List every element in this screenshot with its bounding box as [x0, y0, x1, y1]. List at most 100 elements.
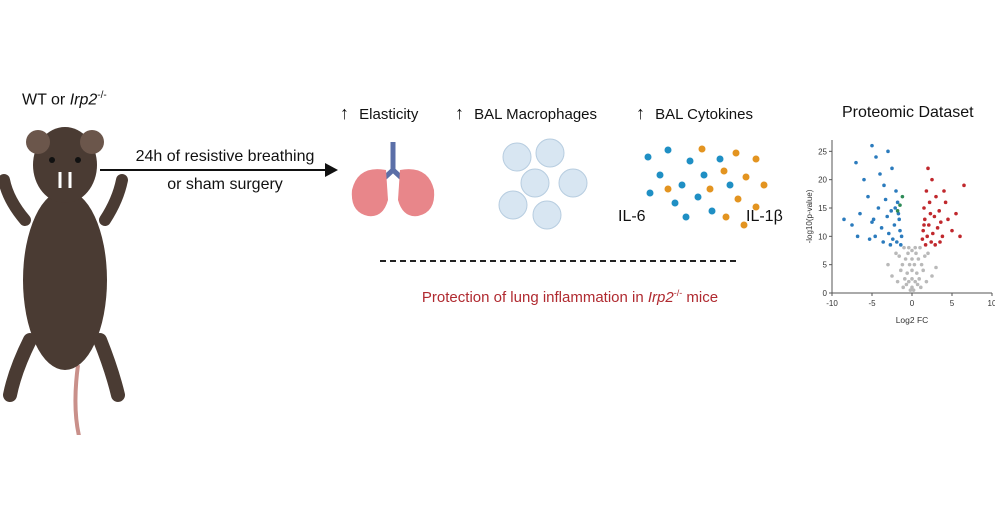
data-point: [898, 203, 902, 207]
data-point: [873, 234, 877, 239]
il1b-label: IL-1β: [746, 208, 783, 225]
data-point: [907, 279, 911, 284]
il1b-dots: [664, 145, 768, 229]
outcome-label: Elasticity: [359, 106, 419, 123]
up-arrow-icon: ↑: [340, 103, 349, 123]
data-point: [926, 166, 930, 171]
data-point: [939, 220, 943, 224]
data-point: [921, 228, 925, 233]
data-point: [904, 282, 909, 287]
data-point: [930, 274, 934, 278]
macrophage-icon: [498, 190, 528, 220]
data-point: [899, 243, 903, 247]
data-point: [910, 248, 914, 253]
il6-dots: [644, 146, 734, 221]
data-point: [920, 237, 925, 241]
data-point: [888, 243, 893, 247]
data-point: [938, 240, 942, 244]
cytokines-icon: [644, 145, 768, 229]
macrophage-icon: [558, 168, 588, 198]
data-point: [870, 143, 874, 148]
mouse-illustration: [0, 127, 128, 435]
data-point: [913, 245, 917, 250]
data-point: [962, 183, 966, 188]
gene-name: Irp2: [69, 91, 98, 109]
data-point: [910, 268, 914, 273]
data-point: [921, 268, 925, 273]
data-point: [927, 223, 931, 227]
data-point: [890, 166, 894, 171]
data-point: [893, 206, 897, 210]
x-tick-label: 0: [910, 299, 915, 308]
data-point: [940, 234, 945, 239]
data-point: [926, 251, 930, 256]
conclusion-suffix: mice: [682, 289, 719, 306]
x-tick-label: -10: [826, 299, 838, 308]
chart-title: Proteomic Dataset: [842, 104, 974, 121]
y-tick-label: 10: [818, 232, 827, 241]
data-point: [889, 209, 893, 213]
data-point: [895, 209, 900, 213]
x-axis-label: Log2 FC: [896, 315, 929, 325]
y-tick-label: 25: [818, 147, 827, 156]
data-point: [854, 160, 858, 165]
macrophages-icon: [498, 138, 588, 230]
outcome-elasticity: ↑ Elasticity: [340, 104, 418, 123]
data-point: [918, 245, 922, 250]
mouse-arm-right: [99, 174, 128, 226]
data-point: [950, 228, 954, 233]
data-point: [892, 223, 897, 227]
data-point: [910, 285, 914, 290]
il6-label: IL-6: [618, 208, 646, 225]
data-point: [900, 262, 905, 267]
data-point: [924, 189, 929, 193]
macrophage-icon: [502, 142, 532, 172]
data-point: [905, 271, 909, 275]
data-point: [878, 172, 882, 176]
y-tick-label: 20: [818, 176, 827, 185]
data-point: [928, 211, 933, 216]
data-point: [906, 251, 910, 256]
outcome-bal-macrophages: ↑ BAL Macrophages: [455, 104, 597, 123]
mouse-teeth: [58, 172, 72, 188]
mouse-arm-left: [0, 174, 31, 226]
data-point: [900, 194, 905, 199]
data-point: [858, 211, 862, 216]
lungs-icon: [351, 142, 435, 217]
data-point: [899, 268, 903, 273]
conclusion-text: Protection of lung inflammation in Irp2-…: [380, 288, 760, 306]
data-point: [930, 177, 934, 182]
data-point: [934, 194, 938, 199]
mouse-tail: [73, 364, 81, 435]
data-point: [899, 234, 904, 239]
conclusion-gene: Irp2: [647, 289, 674, 306]
data-point: [933, 243, 937, 247]
data-point: [907, 262, 912, 267]
data-point: [916, 257, 921, 261]
data-point: [850, 223, 854, 227]
conclusion-superscript: -/-: [673, 288, 683, 298]
data-point: [874, 155, 878, 159]
x-tick-label: 5: [950, 299, 955, 308]
data-point: [894, 251, 898, 256]
treatment-arrow: [100, 163, 338, 177]
data-point: [935, 226, 940, 230]
data-point: [897, 254, 901, 258]
mouse-leg-right: [93, 333, 125, 402]
data-point: [911, 288, 916, 292]
lung-left-icon: [351, 169, 388, 217]
gene-superscript: -/-: [97, 90, 107, 101]
genotype-prefix: WT or: [22, 91, 70, 109]
data-point: [922, 223, 926, 227]
data-point: [895, 200, 900, 205]
macrophage-icon: [532, 200, 562, 230]
data-point: [894, 189, 898, 193]
arrow-head: [325, 163, 338, 177]
data-point: [913, 279, 917, 284]
mouse-body: [23, 190, 107, 370]
up-arrow-icon: ↑: [636, 103, 645, 123]
data-point: [954, 211, 958, 216]
mouse-leg-left: [3, 333, 37, 402]
data-point: [958, 234, 962, 239]
